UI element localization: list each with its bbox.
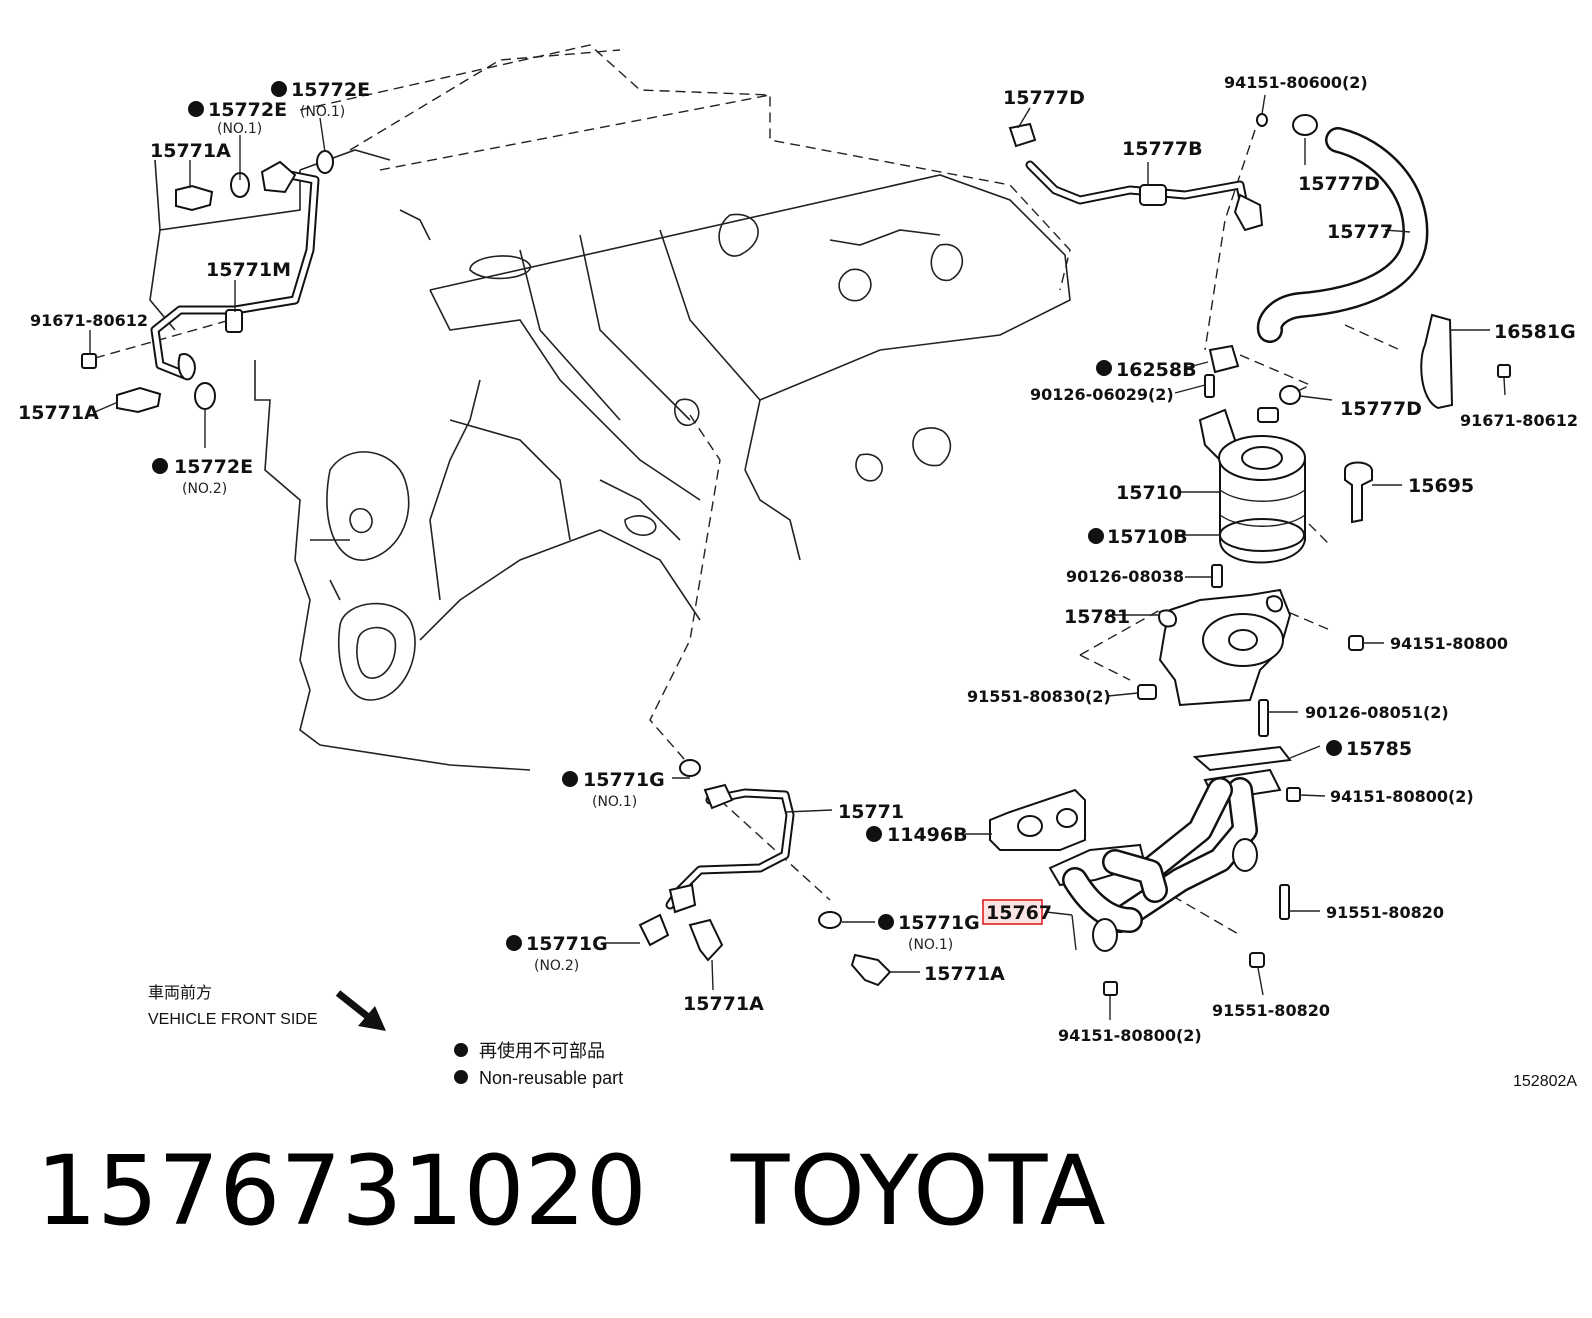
engine-outline [149, 44, 1071, 771]
hose-assembly [1008, 113, 1511, 410]
label-94151-80600: 94151-80600(2) [1224, 73, 1368, 92]
part-number: 1576731020 [36, 1135, 647, 1247]
label-15771g-no1-a-sub: (NO.1) [592, 794, 637, 810]
label-11496b: 11496B [887, 824, 968, 846]
label-90126-08051: 90126-08051(2) [1305, 703, 1449, 722]
label-15777: 15777 [1327, 221, 1393, 243]
pipe-15767 [989, 745, 1301, 996]
vehicle-front-arrow-icon [335, 990, 386, 1031]
label-15771a-top: 15771A [150, 140, 231, 162]
bullet-icon [454, 1043, 468, 1057]
label-16258b: 16258B [1116, 359, 1197, 381]
legend: 車両前方 VEHICLE FRONT SIDE 再使用不可部品 Non-reus… [148, 984, 1577, 1090]
label-15772e-no2: 15772E [174, 456, 253, 478]
label-91671-80612-left: 91671-80612 [30, 311, 148, 330]
footer-caption: 1576731020 TOYOTA [36, 1135, 1106, 1247]
label-94151-80800-c: 94151-80800(2) [1058, 1026, 1202, 1045]
label-15777b: 15777B [1122, 138, 1203, 160]
label-15710: 15710 [1116, 482, 1182, 504]
vehicle-front-en: VEHICLE FRONT SIDE [148, 1011, 318, 1028]
label-15772e-no1-left-sub: (NO.1) [217, 121, 262, 137]
nonreusable-en: Non-reusable part [479, 1068, 623, 1088]
leader-lines [89, 94, 1506, 1020]
label-94151-80800-a: 94151-80800 [1390, 634, 1508, 653]
label-15777d-right: 15777D [1298, 173, 1380, 195]
label-15777d-top: 15777D [1003, 87, 1085, 109]
label-15771a-bottom-right: 15771A [924, 963, 1005, 985]
nonreusable-jp: 再使用不可部品 [479, 1041, 605, 1061]
diagram-code: 152802A [1513, 1073, 1577, 1090]
label-15781: 15781 [1064, 606, 1130, 628]
label-15771a-left: 15771A [18, 402, 99, 424]
bullet-icon [454, 1070, 468, 1084]
label-15772e-no1-top: 15772E [291, 79, 370, 101]
nonreusable-markers [152, 81, 1342, 951]
label-15772e-no1-top-sub: (NO.1) [300, 104, 345, 120]
label-15771g-no2-sub: (NO.2) [534, 958, 579, 974]
label-15695: 15695 [1408, 475, 1474, 497]
label-15772e-no2-sub: (NO.2) [182, 481, 227, 497]
label-91671-80612-right: 91671-80612 [1460, 411, 1578, 430]
label-15771g-no2: 15771G [526, 933, 608, 955]
label-94151-80800-b: 94151-80800(2) [1330, 787, 1474, 806]
label-15771m: 15771M [206, 259, 291, 281]
label-15771g-no1-b: 15771G [898, 912, 980, 934]
label-16581g: 16581G [1494, 321, 1576, 343]
label-15710b: 15710B [1107, 526, 1188, 548]
label-91551-80830: 91551-80830(2) [967, 687, 1111, 706]
label-15771a-bottom: 15771A [683, 993, 764, 1015]
label-91551-80820-b: 91551-80820 [1212, 1001, 1330, 1020]
pipe-15771m [81, 150, 334, 414]
label-90126-06029: 90126-06029(2) [1030, 385, 1174, 404]
label-15772e-no1-left: 15772E [208, 99, 287, 121]
vehicle-front-jp: 車両前方 [148, 984, 212, 1002]
label-15785: 15785 [1346, 738, 1412, 760]
label-15777d-mid: 15777D [1340, 398, 1422, 420]
pipe-15771 [638, 759, 892, 987]
label-15771g-no1-a: 15771G [583, 769, 665, 791]
valve-15781 [1137, 588, 1364, 737]
label-15771: 15771 [838, 801, 904, 823]
label-90126-08038: 90126-08038 [1066, 567, 1184, 586]
label-15767: 15767 [986, 902, 1052, 924]
parts-diagram: 15772E (NO.1) 15772E (NO.1) 15771A 15771… [18, 44, 1578, 1090]
highlight-15767 [982, 899, 1043, 925]
label-91551-80820-a: 91551-80820 [1326, 903, 1444, 922]
part-labels: 15772E (NO.1) 15772E (NO.1) 15771A 15771… [18, 73, 1578, 1045]
filter-assembly [1198, 344, 1373, 588]
brand-name: TOYOTA [730, 1135, 1106, 1247]
label-15771g-no1-b-sub: (NO.1) [908, 937, 953, 953]
